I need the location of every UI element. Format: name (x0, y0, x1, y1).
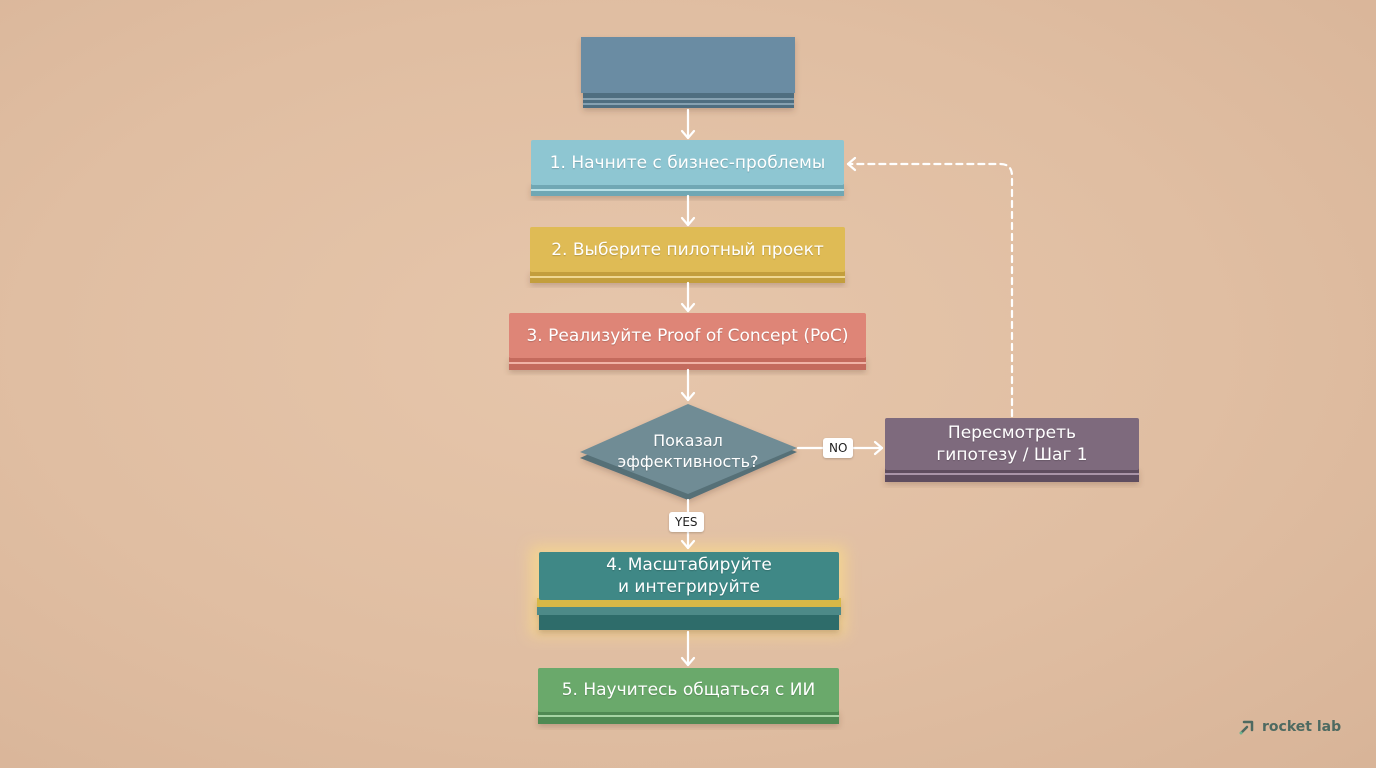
revise-label: Пересмотреть гипотезу / Шаг 1 (936, 423, 1088, 465)
flow-arrows (680, 108, 1014, 667)
revise-base (885, 468, 1139, 482)
step2-base (530, 271, 845, 283)
arrow-step3-to-decision (680, 368, 696, 402)
rocket-lab-logo-icon (1239, 720, 1254, 735)
step2-card: 2. Выберите пилотный проект (530, 227, 845, 272)
step1-label: 1. Начните с бизнес-проблемы (549, 152, 826, 173)
step5-label: 5. Научитесь общаться с ИИ (561, 680, 816, 700)
step2-label: 2. Выберите пилотный проект (551, 239, 824, 260)
step5-base (538, 710, 839, 724)
step4-label: 4. Масштабируйте и интегрируйте (606, 555, 772, 597)
start-node (581, 37, 795, 108)
step3-label: 3. Реализуйте Proof of Concept (PoC) (526, 325, 849, 346)
edge-label-yes: YES (669, 512, 704, 532)
revise-card: Пересмотреть гипотезу / Шаг 1 (885, 418, 1139, 470)
decision-diamond (580, 404, 797, 500)
step3-base (509, 357, 866, 370)
step1-base (531, 184, 844, 196)
step4-card: 4. Масштабируйте и интегрируйте (539, 552, 839, 600)
step1-card: 1. Начните с бизнес-проблемы (531, 140, 844, 185)
brand-name: rocket lab (1262, 719, 1342, 735)
arrow-revise-loop-to-step1 (846, 156, 1014, 418)
step3-card: 3. Реализуйте Proof of Concept (PoC) (509, 313, 866, 358)
edge-label-no: NO (823, 438, 854, 458)
brand-logo: rocket lab (1238, 718, 1341, 736)
arrow-step2-to-step3 (680, 281, 696, 313)
arrow-start-to-step1 (680, 108, 696, 140)
step4-base (537, 598, 841, 630)
arrow-step1-to-step2 (680, 194, 696, 227)
decision-label: Показал эффективность? (617, 431, 759, 471)
arrow-step4-to-step5 (680, 630, 696, 667)
step5-card: 5. Научитесь общаться с ИИ (538, 668, 839, 712)
